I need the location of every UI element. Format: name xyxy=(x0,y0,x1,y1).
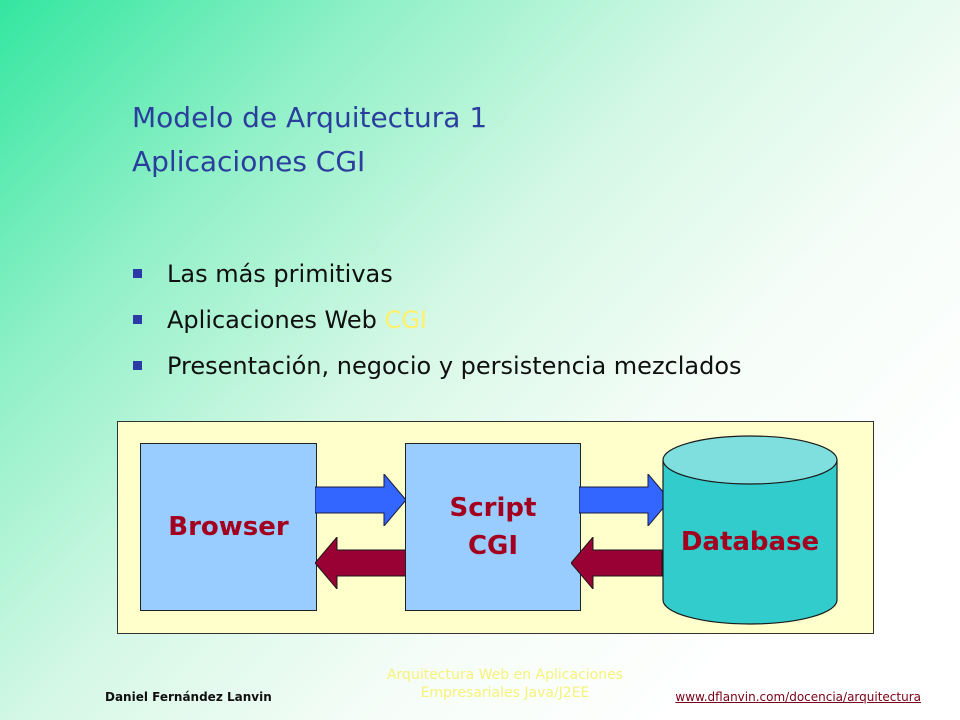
bullet-item: Las más primitivas xyxy=(132,252,742,298)
title-line-2: Aplicaciones CGI xyxy=(132,145,366,178)
database-cylinder-icon xyxy=(662,435,838,625)
footer-url-link[interactable]: www.dflanvin.com/docencia/arquitectura xyxy=(675,690,921,704)
script-cgi-box: Script CGI xyxy=(405,443,581,611)
bullet-list: Las más primitivas Aplicaciones Web CGI … xyxy=(132,252,742,390)
back-arrow-icon xyxy=(315,537,407,589)
browser-box: Browser xyxy=(140,443,317,611)
bullet-text: Presentación, negocio y persistencia mez… xyxy=(167,352,742,380)
bullet-highlight: CGI xyxy=(384,306,427,334)
bullet-text: Aplicaciones Web xyxy=(167,306,385,334)
back-arrow-icon xyxy=(571,537,663,589)
architecture-diagram: Browser Script CGI Database xyxy=(117,421,874,634)
bullet-item: Presentación, negocio y persistencia mez… xyxy=(132,344,742,390)
bullet-square-icon xyxy=(133,361,142,370)
forward-arrow-icon xyxy=(315,474,407,526)
title-line-1: Modelo de Arquitectura 1 xyxy=(132,101,488,134)
database-cylinder: Database xyxy=(662,435,838,625)
forward-arrow-icon xyxy=(579,474,671,526)
bullet-item: Aplicaciones Web CGI xyxy=(132,298,742,344)
footer-course-title: Arquitectura Web en Aplicaciones Empresa… xyxy=(386,667,624,701)
bullet-text: Las más primitivas xyxy=(167,260,393,288)
browser-label: Browser xyxy=(168,512,289,542)
script-label: Script CGI xyxy=(449,493,537,561)
database-label: Database xyxy=(680,527,820,557)
bullet-square-icon xyxy=(133,269,142,278)
slide-title: Modelo de Arquitectura 1 Aplicaciones CG… xyxy=(132,96,487,184)
bullet-square-icon xyxy=(133,315,142,324)
footer-author: Daniel Fernández Lanvin xyxy=(105,690,272,704)
